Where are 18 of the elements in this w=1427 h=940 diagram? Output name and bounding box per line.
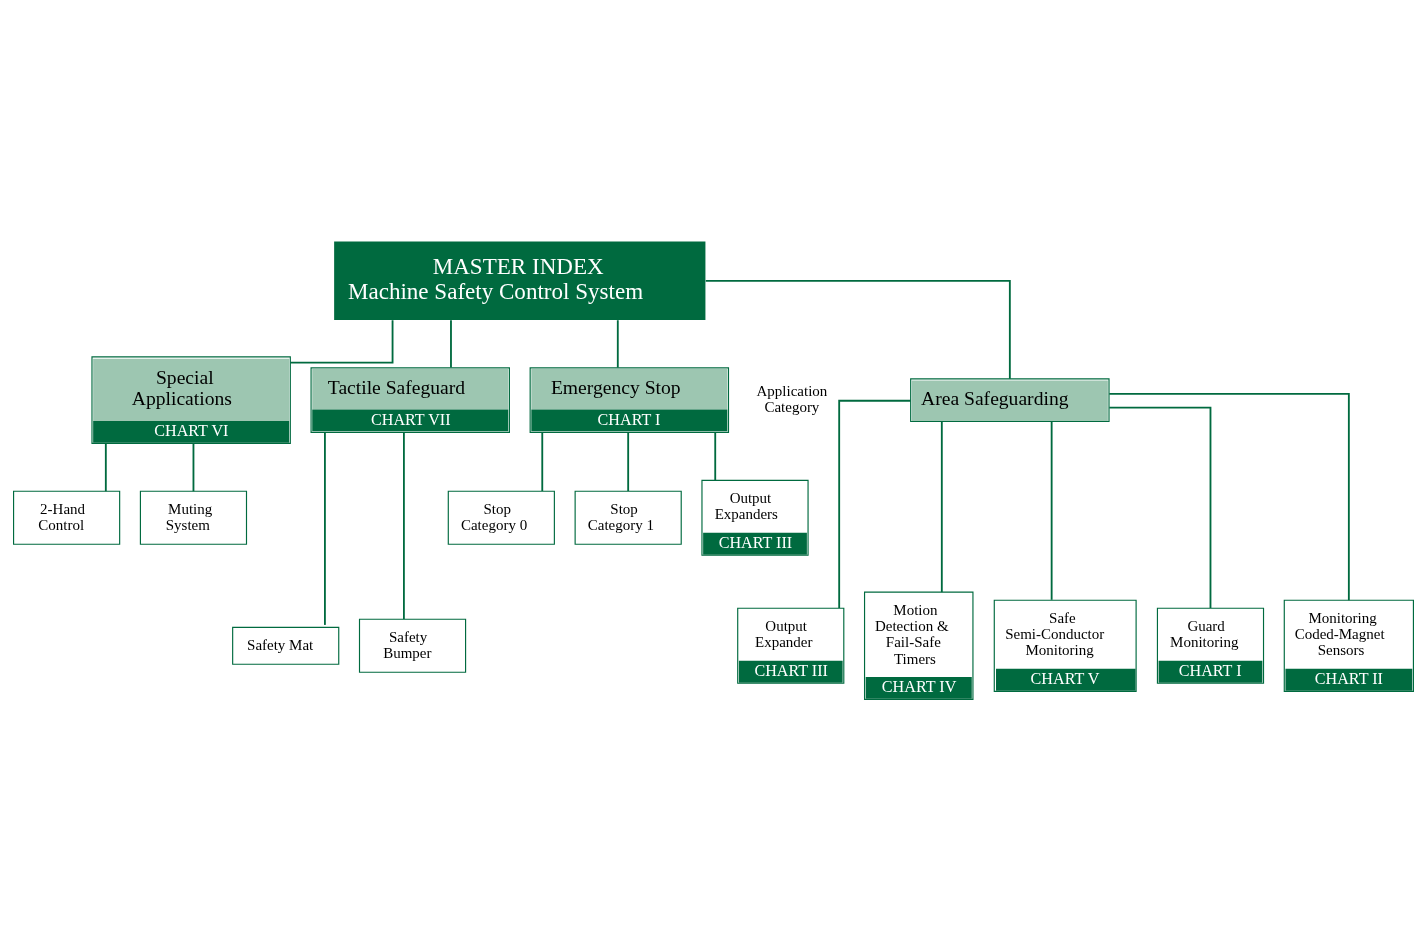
connector [104, 442, 107, 492]
connector [1108, 406, 1212, 609]
connector [402, 431, 405, 620]
connector [1050, 420, 1053, 601]
connector [714, 431, 717, 481]
connector [289, 318, 394, 364]
connector [704, 279, 1011, 380]
connector [1108, 392, 1350, 601]
connector [838, 399, 912, 609]
connector [627, 431, 630, 492]
label: Application Category [756, 382, 828, 415]
connector [940, 420, 943, 593]
connector [192, 442, 195, 492]
node-box: MASTER INDEX Machine Safety Control System [334, 241, 706, 320]
connector [324, 431, 326, 626]
connector [450, 318, 452, 368]
connector [616, 318, 619, 368]
connector [541, 431, 544, 492]
